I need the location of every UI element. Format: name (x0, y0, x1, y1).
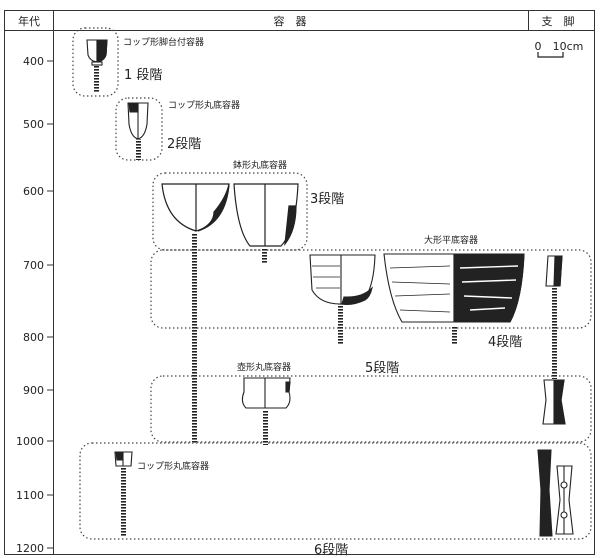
year-tick-800: 800 (23, 331, 44, 344)
stage-label-2: 2段階 (167, 137, 201, 152)
scale-end: 10cm (553, 40, 584, 53)
duration-bar-large-flat (452, 326, 457, 344)
year-tick-600: 600 (23, 185, 44, 198)
year-tick-700: 700 (23, 259, 44, 272)
duration-bar-bowl-b (262, 248, 267, 264)
year-tick-1100: 1100 (16, 489, 44, 502)
year-tick-1000: 1000 (16, 435, 44, 448)
vessel-jar-round (241, 377, 291, 409)
year-axis (47, 60, 53, 549)
duration-bar-support-a (552, 286, 557, 379)
year-tick-400: 400 (23, 55, 44, 68)
stage-label-3: 3段階 (310, 192, 344, 207)
vessel-small-jar (309, 254, 376, 306)
vessel-cup-footed (86, 39, 108, 66)
stage5-boundary (150, 375, 592, 443)
duration-bar-stage6 (121, 467, 126, 537)
support-stage4 (545, 255, 563, 287)
year-tick-900: 900 (23, 384, 44, 397)
stage-label-5: 5段階 (365, 361, 399, 376)
duration-bar-jar (263, 410, 268, 445)
duration-bar-stage2 (136, 139, 141, 160)
scale-bar (537, 52, 564, 58)
vessel-header: 容 器 (274, 14, 307, 28)
support-stage6-b (555, 465, 574, 535)
label-cup-round-2: コップ形丸底容器 (137, 460, 209, 472)
label-large-flat: 大形平底容器 (424, 234, 478, 246)
stage-label-1: 1 段階 (124, 68, 162, 83)
support-stage5 (542, 379, 566, 425)
duration-bar-small-jar (338, 304, 343, 344)
stage-label-4: 4段階 (488, 335, 522, 350)
label-cup-footed: コップ形脚台付容器 (123, 36, 204, 48)
stage-label-6: 6段階 (314, 543, 348, 558)
frame (4, 10, 595, 555)
duration-bar-bowl-a (192, 233, 197, 443)
label-bowl-round: 鉢形丸底容器 (233, 159, 287, 171)
vessel-cup-round-1 (127, 102, 149, 140)
duration-bar-stage1 (94, 64, 99, 92)
scale-start: 0 (535, 40, 542, 53)
support-header: 支 脚 (542, 14, 575, 28)
vessel-bowl-b (233, 183, 299, 247)
vessel-large-flat (383, 253, 525, 323)
vessel-bowl-a (161, 183, 230, 232)
year-tick-500: 500 (23, 118, 44, 131)
label-jar-round: 壺形丸底容器 (237, 361, 291, 373)
era-header: 年代 (18, 14, 40, 28)
label-cup-round-1: コップ形丸底容器 (168, 99, 240, 111)
stage6-boundary (79, 442, 592, 540)
vessel-cup-round-2 (114, 451, 133, 467)
year-tick-1200: 1200 (16, 542, 44, 555)
support-stage6-a (537, 449, 553, 537)
stage1-boundary (72, 27, 119, 97)
stage3-boundary (152, 172, 308, 251)
stage4-boundary (150, 249, 592, 329)
duration-bars (94, 64, 557, 537)
